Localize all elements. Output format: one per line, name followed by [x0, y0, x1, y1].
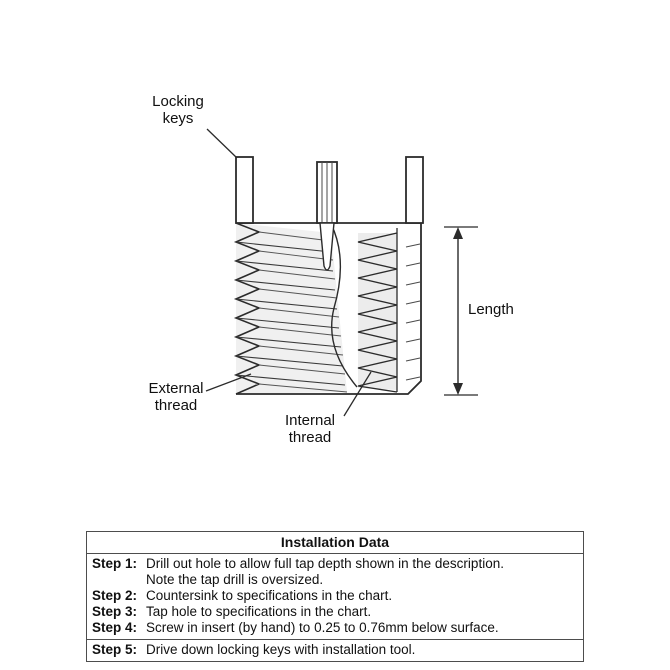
internal-thread-label: Internal thread — [284, 412, 336, 446]
installation-data-table: Installation Data Step 1: Drill out hole… — [86, 531, 584, 662]
step-text: Tap hole to specifications in the chart. — [146, 604, 372, 619]
external-thread-label: External thread — [148, 380, 204, 414]
locking-keys-leader-line — [206, 128, 238, 159]
internal-thread-leader-line — [343, 371, 372, 417]
table-row-step-4: Step 4: Screw in insert (by hand) to 0.2… — [92, 620, 577, 636]
length-arrowhead-bottom — [453, 383, 463, 395]
locking-keys-label: Locking keys — [152, 93, 204, 127]
dimension-extension-lines — [444, 226, 478, 396]
step-text: Drill out hole to allow full tap depth s… — [146, 556, 577, 588]
external-thread-shade — [236, 223, 347, 394]
step-text-line: Drill out hole to allow full tap depth s… — [146, 556, 504, 571]
length-label: Length — [468, 301, 514, 318]
right-locking-key — [405, 156, 424, 224]
left-locking-key — [235, 156, 254, 224]
middle-key-lower-tip — [319, 222, 335, 271]
step-text-line: Note the tap drill is oversized. — [146, 572, 324, 587]
step-label: Step 5: — [92, 642, 138, 657]
table-row-step-3: Step 3: Tap hole to specifications in th… — [92, 604, 577, 620]
table-row-step-1: Step 1: Drill out hole to allow full tap… — [92, 556, 577, 588]
insert-body-outline — [236, 222, 422, 395]
table-steps-1-4: Step 1: Drill out hole to allow full tap… — [87, 554, 583, 639]
step-text: Countersink to specifications in the cha… — [146, 588, 393, 603]
right-wall-thread-ticks — [405, 243, 421, 381]
step-label: Step 1: — [92, 556, 138, 571]
step-label: Step 2: — [92, 588, 138, 603]
step-label: Step 3: — [92, 604, 138, 619]
internal-thread-profile — [357, 232, 398, 393]
external-thread-crest-lines — [235, 241, 346, 386]
external-thread-root-lines — [258, 231, 348, 393]
table-row-step-5: Step 5: Drive down locking keys with ins… — [92, 642, 577, 658]
step-text: Screw in insert (by hand) to 0.25 to 0.7… — [146, 620, 499, 635]
table-row-step-2: Step 2: Countersink to specifications in… — [92, 588, 577, 604]
table-step-5-section: Step 5: Drive down locking keys with ins… — [87, 639, 583, 661]
internal-thread-shade — [358, 233, 397, 390]
length-arrowhead-top — [453, 227, 463, 239]
step-label: Step 4: — [92, 620, 138, 635]
table-title: Installation Data — [87, 532, 583, 554]
cutaway-curve — [330, 223, 358, 388]
external-thread-leader-line — [205, 373, 252, 392]
threaded-insert-drawing — [205, 128, 478, 417]
step-text: Drive down locking keys with installatio… — [146, 642, 416, 657]
middle-key-striations — [321, 162, 333, 223]
